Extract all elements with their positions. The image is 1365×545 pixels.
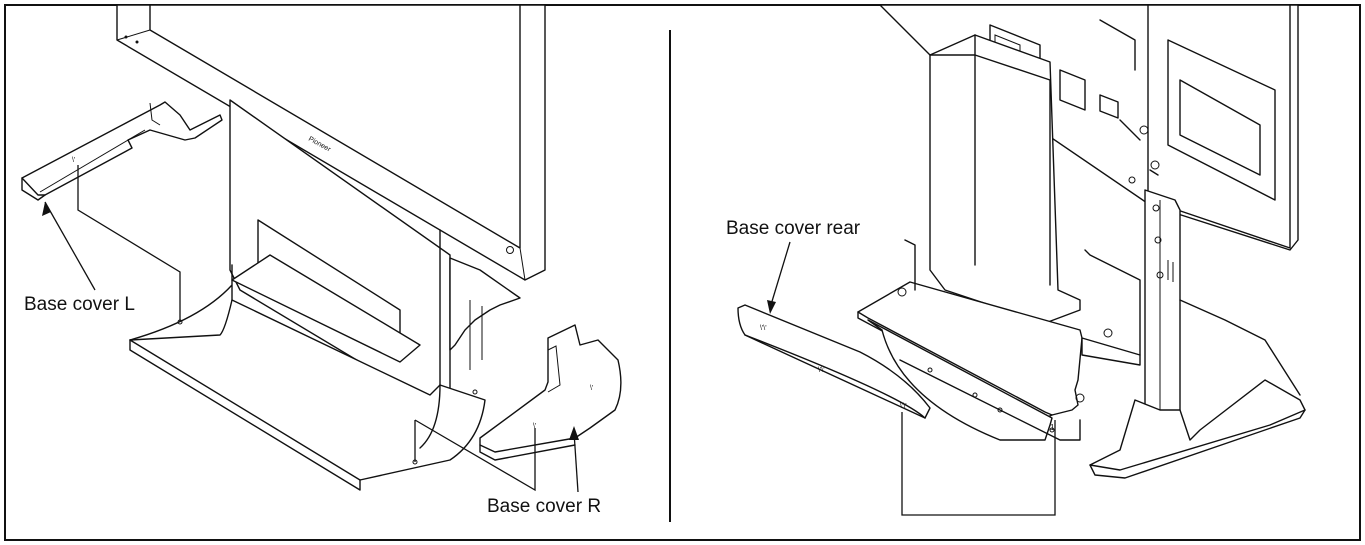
label-group-base-cover-r: Base cover R [487,426,601,517]
svg-text:\': \' [590,385,593,392]
arrow-icon [769,241,791,309]
label-group-base-cover-rear: Base cover rear [726,218,861,314]
arrow-icon [44,201,96,291]
monitor-screen [149,4,521,249]
label-base-cover-r: Base cover R [487,496,601,517]
svg-text:\'\': \'\' [818,367,825,374]
svg-text:\'\': \'\' [760,325,767,332]
right-panel-illustration: \'\' \'\' \'\' 1 [737,4,1306,516]
svg-text:1: 1 [1050,423,1055,432]
label-base-cover-l: Base cover L [24,294,135,315]
label-group-base-cover-l: Base cover L [24,201,135,315]
svg-text:\': \' [533,423,536,430]
label-base-cover-rear: Base cover rear [726,218,861,239]
svg-text:\': \' [72,157,75,164]
arrow-icon [573,431,579,493]
svg-text:\'\': \'\' [900,403,907,410]
left-panel-illustration: Pioneer \' \' \' [21,4,622,492]
